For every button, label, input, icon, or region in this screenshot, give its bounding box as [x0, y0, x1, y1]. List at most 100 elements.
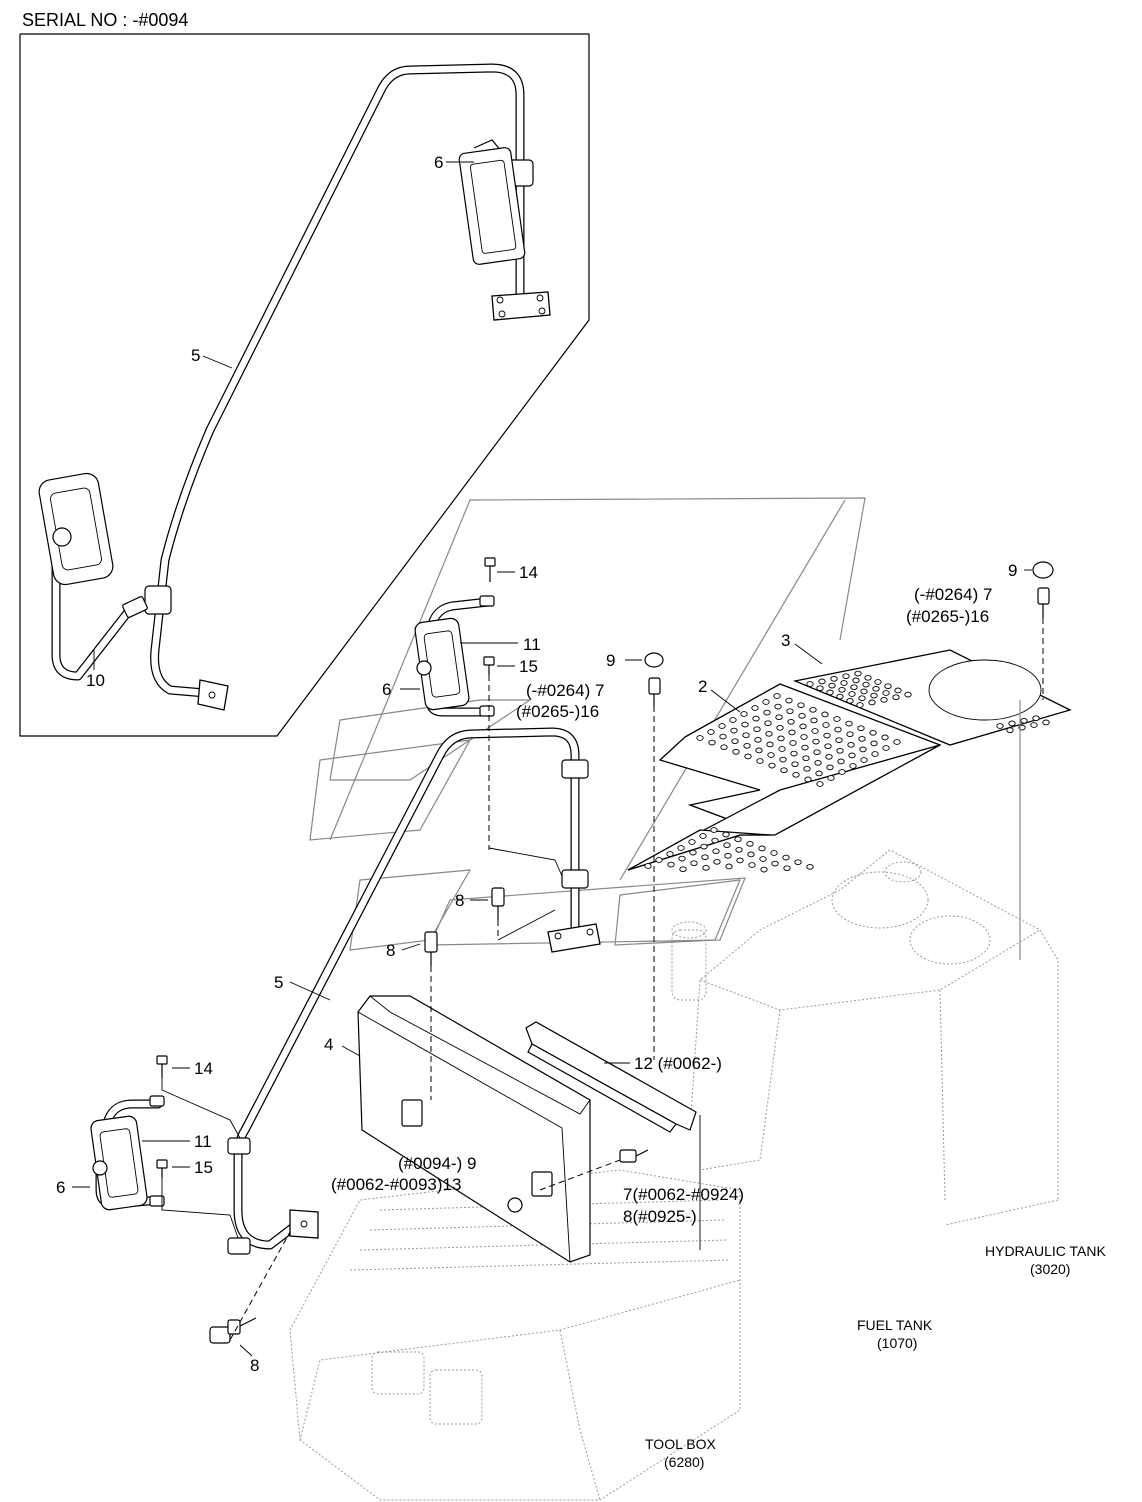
- label-6-low: 6: [56, 1178, 65, 1197]
- label-15-top: 15: [519, 657, 538, 676]
- plate-hole: [767, 752, 775, 758]
- plate-hole: [719, 733, 727, 740]
- main-mirror-stay: [227, 727, 601, 1255]
- plate-hole: [822, 722, 830, 728]
- plate-hole: [785, 697, 793, 704]
- plate-hole: [811, 728, 819, 734]
- plate-hole: [858, 735, 866, 742]
- plate-hole: [712, 848, 720, 855]
- plate-hole: [842, 673, 850, 680]
- plate-hole: [747, 851, 755, 858]
- plate-hole: [854, 670, 862, 677]
- plate-hole: [846, 731, 854, 738]
- inset-labels: 6 5 10: [86, 153, 474, 690]
- floor-plate-3: [792, 649, 1072, 746]
- main-mirror-upper: [414, 595, 495, 717]
- plate-hole: [763, 709, 771, 716]
- plate-hole: [688, 839, 696, 845]
- plate-hole: [806, 681, 814, 687]
- plate-hole: [678, 855, 686, 862]
- plate-hole: [724, 852, 732, 859]
- plate-hole: [788, 729, 796, 736]
- plate-hole: [904, 691, 912, 698]
- plate-hole: [778, 746, 786, 752]
- plate-hole: [742, 732, 750, 739]
- plate-hole: [821, 711, 829, 718]
- main-mirror-lower: [90, 1095, 165, 1211]
- plate-hole: [730, 727, 738, 734]
- reference-labels: HYDRAULIC TANK (3020) FUEL TANK (1070) T…: [645, 1243, 1107, 1470]
- plate-hole: [868, 699, 876, 706]
- plate-hole: [892, 694, 900, 701]
- plate-hole: [689, 849, 697, 856]
- plate-hole: [836, 747, 844, 754]
- plate-hole: [762, 699, 770, 705]
- plate-hole: [814, 759, 822, 766]
- plate-hole: [667, 861, 675, 868]
- plate-hole: [800, 734, 808, 740]
- label-14-top: 14: [519, 563, 538, 582]
- plate-hole: [850, 684, 858, 691]
- plate-hole: [835, 737, 843, 744]
- plate-hole: [1042, 719, 1050, 726]
- plate-hole: [1020, 717, 1028, 724]
- plate-hole: [856, 702, 864, 708]
- label-11-low: 11: [194, 1132, 212, 1151]
- plate-hole: [846, 697, 854, 704]
- label-4: 4: [324, 1035, 333, 1054]
- plate-hole: [751, 705, 759, 711]
- plate-hole: [783, 865, 791, 872]
- label-3: 3: [781, 631, 790, 650]
- plate-hole: [847, 741, 855, 748]
- plate-hole: [756, 758, 764, 764]
- plate-hole: [803, 765, 811, 772]
- label-6-top: 6: [382, 680, 391, 699]
- ref-tool-box-code: (6280): [664, 1454, 704, 1470]
- label-16-mid: (#0265-)16: [516, 702, 599, 721]
- plate-hole: [870, 692, 878, 699]
- plate-hole: [870, 740, 878, 747]
- plate-hole: [825, 753, 833, 760]
- plate-hole: [701, 854, 709, 861]
- plate-hole: [690, 860, 698, 867]
- plate-hole: [882, 745, 890, 751]
- plate-hole: [700, 843, 708, 850]
- plate-hole: [777, 735, 785, 742]
- plate-hole: [736, 857, 744, 864]
- inset-frame: [19, 33, 590, 737]
- plate-hole: [729, 717, 737, 723]
- plate-hole: [824, 743, 832, 750]
- plate-hole: [871, 751, 879, 757]
- label-12: 12 (#0062-): [634, 1054, 722, 1073]
- plate-hole: [666, 851, 674, 857]
- plate-hole: [838, 686, 846, 693]
- plate-hole: [655, 857, 663, 863]
- plate-hole: [786, 708, 794, 715]
- plate-hole: [848, 691, 856, 697]
- label-11-top: 11: [523, 635, 541, 654]
- plate-hole: [723, 842, 731, 849]
- plate-hole: [710, 827, 718, 833]
- plate-hole: [744, 753, 752, 760]
- plate-hole: [849, 763, 857, 769]
- plate-hole: [840, 680, 848, 686]
- plate-hole: [775, 714, 783, 721]
- plate-hole: [804, 776, 812, 783]
- plate-hole: [836, 693, 844, 700]
- plate-hole: [725, 863, 733, 870]
- plate-hole: [768, 762, 776, 769]
- plate-hole: [818, 678, 826, 685]
- plate-hole: [766, 741, 774, 748]
- plate-hole: [677, 845, 685, 851]
- plate-hole: [860, 688, 868, 695]
- ref-fuel-tank: FUEL TANK: [857, 1317, 933, 1333]
- label-7-right: (-#0264) 7: [914, 585, 992, 604]
- plate-hole: [746, 840, 754, 847]
- inset-mirror-left: [38, 472, 148, 681]
- plate-hole: [827, 775, 835, 781]
- plate-hole: [859, 746, 867, 753]
- plate-hole: [787, 718, 795, 725]
- machine-body-outline: [289, 497, 1059, 1501]
- plate-hole: [813, 749, 821, 756]
